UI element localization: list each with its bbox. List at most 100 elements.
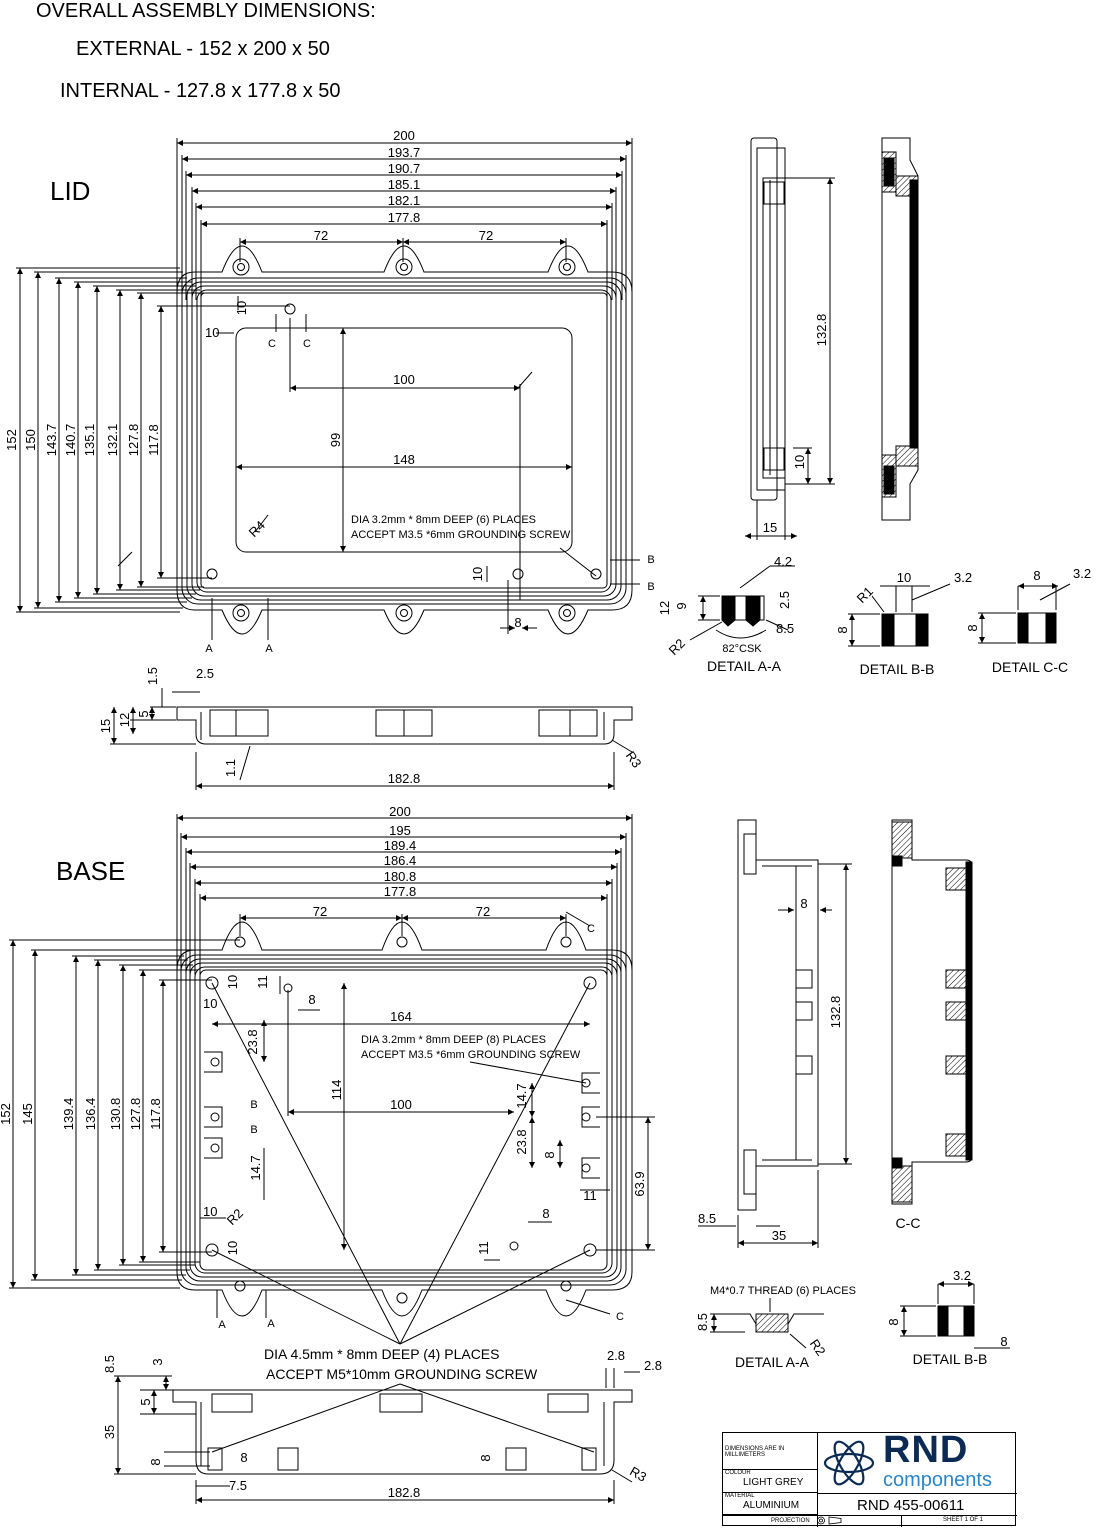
base-bb-32: 3.2 — [953, 1268, 971, 1283]
base-top-view — [9, 814, 655, 1345]
base-height-0: 152 — [0, 1103, 13, 1125]
base-width-5: 177.8 — [384, 884, 417, 899]
base-aa-thread: M4*0.7 THREAD (6) PLACES — [710, 1285, 856, 1297]
base-d11-bottom: 11 — [476, 1241, 491, 1255]
base-profile-28b: 2.8 — [644, 1358, 662, 1373]
base-title: BASE — [56, 856, 126, 886]
lid-details — [689, 565, 1071, 647]
lid-height-4: 135.1 — [82, 424, 97, 457]
lid-height-7: 117.8 — [146, 424, 161, 456]
base-profile-width: 182.8 — [388, 1485, 421, 1500]
colour-value: LIGHT GREY — [743, 1477, 804, 1488]
lid-width-2: 190.7 — [388, 161, 421, 176]
lid-height-2: 143.7 — [44, 424, 59, 457]
base-height-1: 145 — [20, 1103, 35, 1125]
lid-height-6: 127.8 — [126, 424, 141, 457]
lid-width-0: 200 — [393, 128, 415, 143]
lid-mark-c1: C — [268, 338, 276, 350]
base-big-note-2: ACCEPT M5*10mm GROUNDING SCREW — [266, 1366, 538, 1382]
lid-cc-8: 8 — [1033, 568, 1040, 583]
base-profile-3: 3 — [150, 1358, 165, 1365]
projection-label: PROJECTION — [771, 1518, 810, 1524]
base-profile-28a: 2.8 — [607, 1348, 625, 1363]
lid-height-3: 140.7 — [63, 424, 78, 457]
lid-mark-b1: B — [647, 554, 654, 566]
lid-dimension-labels: 200 193.7 190.7 185.1 182.1 177.8 72 72 … — [4, 128, 655, 655]
lid-note-1: DIA 3.2mm * 8mm DEEP (6) PLACES — [351, 514, 536, 526]
base-big-note-1: DIA 4.5mm * 8mm DEEP (4) PLACES — [264, 1346, 499, 1362]
base-mark-c2: C — [616, 1311, 624, 1323]
lid-aa-9: 9 — [674, 602, 689, 609]
logo-rnd-text: RND — [883, 1429, 969, 1471]
base-d114: 114 — [329, 1080, 344, 1101]
lid-aa-42: 4.2 — [774, 554, 792, 569]
lid-profile-15a: 1.5 — [145, 667, 160, 685]
lid-aa-85: 8.5 — [776, 621, 794, 636]
header-line-3: INTERNAL - 127.8 x 177.8 x 50 — [60, 80, 341, 102]
base-section-cc: C-C — [896, 1215, 921, 1231]
projection-symbol-icon — [817, 1516, 842, 1525]
units-note: DIMENSIONS ARE IN MILLIMETERS — [725, 1446, 785, 1458]
base-height-4: 130.8 — [108, 1098, 123, 1131]
base-note-1: DIA 3.2mm * 8mm DEEP (8) PLACES — [361, 1034, 546, 1046]
base-details — [710, 1281, 1010, 1349]
lid-radius: R4 — [246, 518, 268, 540]
base-d238-left: 23.8 — [245, 1029, 260, 1054]
base-detail-bb-title: DETAIL B-B — [913, 1351, 988, 1367]
lid-side-ten: 10 — [792, 455, 807, 469]
base-profile-8b: 8 — [240, 1450, 247, 1465]
title-block-info: DIMENSIONS ARE IN MILLIMETERS COLOUR LIG… — [723, 1433, 818, 1527]
lid-note-2: ACCEPT M3.5 *6mm GROUNDING SCREW — [351, 529, 571, 541]
header-line-1: OVERALL ASSEMBLY DIMENSIONS: — [36, 0, 376, 22]
lid-title: LID — [50, 176, 91, 206]
base-d11-top: 11 — [255, 975, 270, 989]
lid-ten-v2: 10 — [470, 567, 485, 581]
lid-profile-view — [110, 688, 633, 790]
base-height-5: 127.8 — [128, 1098, 143, 1131]
lid-detail-cc-title: DETAIL C-C — [992, 659, 1068, 675]
base-width-4: 180.8 — [384, 869, 417, 884]
lid-height-0: 152 — [4, 429, 19, 451]
base-dimension-labels: 200 195 189.4 186.4 180.8 177.8 72 72 15… — [0, 804, 647, 1382]
base-d10-b: 10 — [225, 975, 240, 989]
base-profile-85: 8.5 — [102, 1355, 117, 1373]
base-width-3: 186.4 — [384, 853, 417, 868]
base-spacing-left: 72 — [313, 904, 327, 919]
base-profile-r3: R3 — [627, 1463, 649, 1484]
lid-bb-32: 3.2 — [954, 570, 972, 585]
header-line-2: EXTERNAL - 152 x 200 x 50 — [76, 38, 330, 60]
lid-spacing-right: 72 — [479, 228, 493, 243]
base-width-1: 195 — [389, 823, 411, 838]
base-spacing-right: 72 — [476, 904, 490, 919]
lid-height-1: 150 — [23, 429, 38, 451]
base-side-eight: 8 — [800, 896, 807, 911]
base-profile-view — [114, 1368, 640, 1504]
logo-components-text: components — [883, 1469, 992, 1491]
title-block: DIMENSIONS ARE IN MILLIMETERS COLOUR LIG… — [722, 1429, 1017, 1527]
lid-detail-bb-title: DETAIL B-B — [860, 661, 935, 677]
material-label: MATERIAL — [725, 1493, 755, 1499]
base-width-2: 189.4 — [384, 838, 417, 853]
base-d11-right: 11 — [583, 1188, 597, 1203]
lid-aa-r2: R2 — [666, 636, 688, 658]
lid-side-height: 132.8 — [814, 314, 829, 347]
base-side-85: 8.5 — [698, 1211, 716, 1226]
base-mark-a1: A — [218, 1319, 226, 1331]
base-d147-left: 14.7 — [248, 1155, 263, 1180]
sheet-number: SHEET 1 OF 1 — [943, 1517, 983, 1523]
lid-side-view — [745, 137, 919, 540]
base-height-2: 139.4 — [61, 1098, 76, 1131]
base-d238-right: 23.8 — [514, 1129, 529, 1154]
base-d164: 164 — [390, 1009, 412, 1024]
base-mark-c1: C — [587, 923, 595, 935]
base-d147-right: 14.7 — [514, 1083, 529, 1108]
lid-mark-c2: C — [303, 338, 311, 350]
lid-mark-b2: B — [647, 581, 654, 593]
base-mark-b1: B — [250, 1099, 257, 1111]
base-profile-5: 5 — [138, 1398, 153, 1405]
base-note-2: ACCEPT M3.5 *6mm GROUNDING SCREW — [361, 1049, 581, 1061]
base-bb-8b: 8 — [1000, 1334, 1007, 1349]
lid-inner-height: 99 — [328, 433, 343, 447]
lid-ten-h: 10 — [205, 325, 219, 340]
lid-aa-12: 12 — [657, 601, 672, 615]
